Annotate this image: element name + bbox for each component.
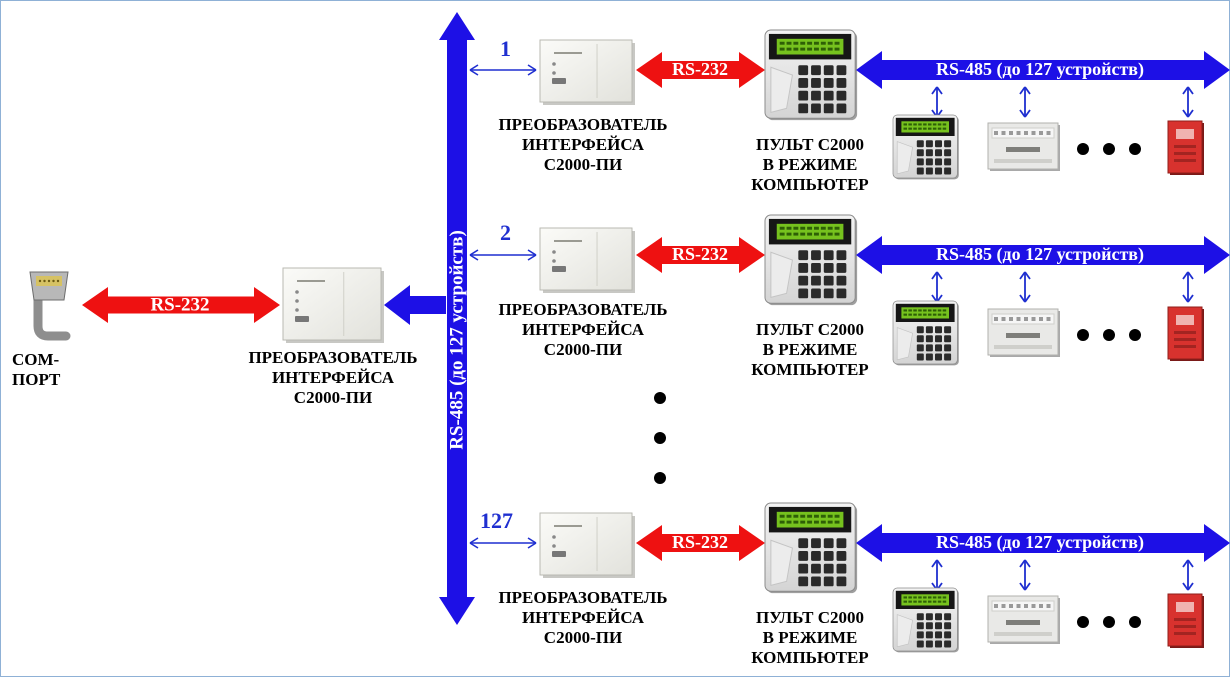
device-link-arrow	[931, 86, 943, 118]
rs485-bus-label: RS-485 (до 127 устройств)	[936, 532, 1144, 553]
branch-link-arrow	[469, 64, 537, 76]
fire-panel-icon	[1167, 120, 1204, 175]
rs485-vertical-bus-arrow	[439, 12, 475, 625]
branch-number: 127	[480, 508, 513, 533]
rs232-link-arrow	[636, 525, 765, 561]
main-converter-label: ПРЕОБРАЗОВАТЕЛЬ ИНТЕРФЕЙСА С2000-ПИ	[248, 348, 418, 407]
rs232-link-arrow	[82, 287, 280, 323]
rs232-link-label: RS-232	[672, 532, 728, 552]
com-port-label: COM- ПОРТ	[12, 350, 61, 389]
converter-label: ПРЕОБРАЗОВАТЕЛЬ ИНТЕРФЕЙСА С2000-ПИ	[498, 300, 668, 359]
keypad-device-icon	[892, 587, 959, 653]
device-link-arrow	[1019, 86, 1031, 118]
converter-label: ПРЕОБРАЗОВАТЕЛЬ ИНТЕРФЕЙСА С2000-ПИ	[498, 115, 668, 174]
ellipsis-dots	[1077, 616, 1141, 628]
branch-number: 2	[500, 220, 511, 245]
ellipsis-dots	[1077, 143, 1141, 155]
control-panel-c2000-icon	[764, 214, 858, 306]
branch-number: 1	[500, 36, 511, 61]
rs232-link-label: RS-232	[672, 59, 728, 79]
rs485-feed-arrow	[384, 285, 446, 325]
expander-module-icon	[987, 122, 1060, 171]
panel-label: ПУЛЬТ С2000 В РЕЖИМЕ КОМПЬЮТЕР	[751, 135, 869, 194]
branch-row: RS-232 RS-485 (до 127 устройств)	[469, 214, 1230, 366]
device-link-arrow	[931, 559, 943, 591]
branch-link-arrow	[469, 537, 537, 549]
branch-link-arrow	[469, 249, 537, 261]
branch-row: RS-232 RS-485 (до 127 устройств)	[469, 29, 1230, 180]
expander-module-icon	[987, 595, 1060, 644]
rs485-bus-label: RS-485 (до 127 устройств)	[936, 59, 1144, 80]
rs485-bus-arrow	[856, 236, 1230, 274]
converter-device-icon	[539, 39, 635, 105]
device-link-arrow	[1182, 559, 1194, 591]
rs485-bus-arrow	[856, 51, 1230, 89]
control-panel-c2000-icon	[764, 29, 858, 121]
panel-label: ПУЛЬТ С2000 В РЕЖИМЕ КОМПЬЮТЕР	[751, 320, 869, 379]
device-link-arrow	[1019, 271, 1031, 303]
control-panel-c2000-icon	[764, 502, 858, 594]
rs485-bus-arrow	[856, 524, 1230, 562]
fire-panel-icon	[1167, 306, 1204, 361]
device-link-arrow	[931, 271, 943, 303]
ellipsis-dots	[1077, 329, 1141, 341]
rs232-link-label: RS-232	[150, 294, 209, 315]
head-end: RS-232	[29, 267, 446, 343]
device-link-arrow	[1182, 271, 1194, 303]
rs232-link-arrow	[636, 52, 765, 88]
device-link-arrow	[1019, 559, 1031, 591]
converter-device-icon	[282, 267, 384, 343]
rs485-bus-label: RS-485 (до 127 устройств)	[936, 244, 1144, 265]
rs232-link-arrow	[636, 237, 765, 273]
keypad-device-icon	[892, 300, 959, 366]
com-port-connector-icon	[29, 271, 71, 341]
device-link-arrow	[1182, 86, 1194, 118]
fire-panel-icon	[1167, 593, 1204, 648]
branch-ellipsis	[654, 392, 666, 484]
rs232-link-label: RS-232	[672, 244, 728, 264]
rs485-vertical-bus-label: RS-485 (до 127 устройств)	[446, 230, 467, 450]
panel-label: ПУЛЬТ С2000 В РЕЖИМЕ КОМПЬЮТЕР	[751, 608, 869, 667]
converter-device-icon	[539, 227, 635, 293]
converter-device-icon	[539, 512, 635, 578]
converter-label: ПРЕОБРАЗОВАТЕЛЬ ИНТЕРФЕЙСА С2000-ПИ	[498, 588, 668, 647]
branch-row: RS-232 RS-485 (до 127 устройств)	[469, 502, 1230, 653]
expander-module-icon	[987, 308, 1060, 357]
keypad-device-icon	[892, 114, 959, 180]
